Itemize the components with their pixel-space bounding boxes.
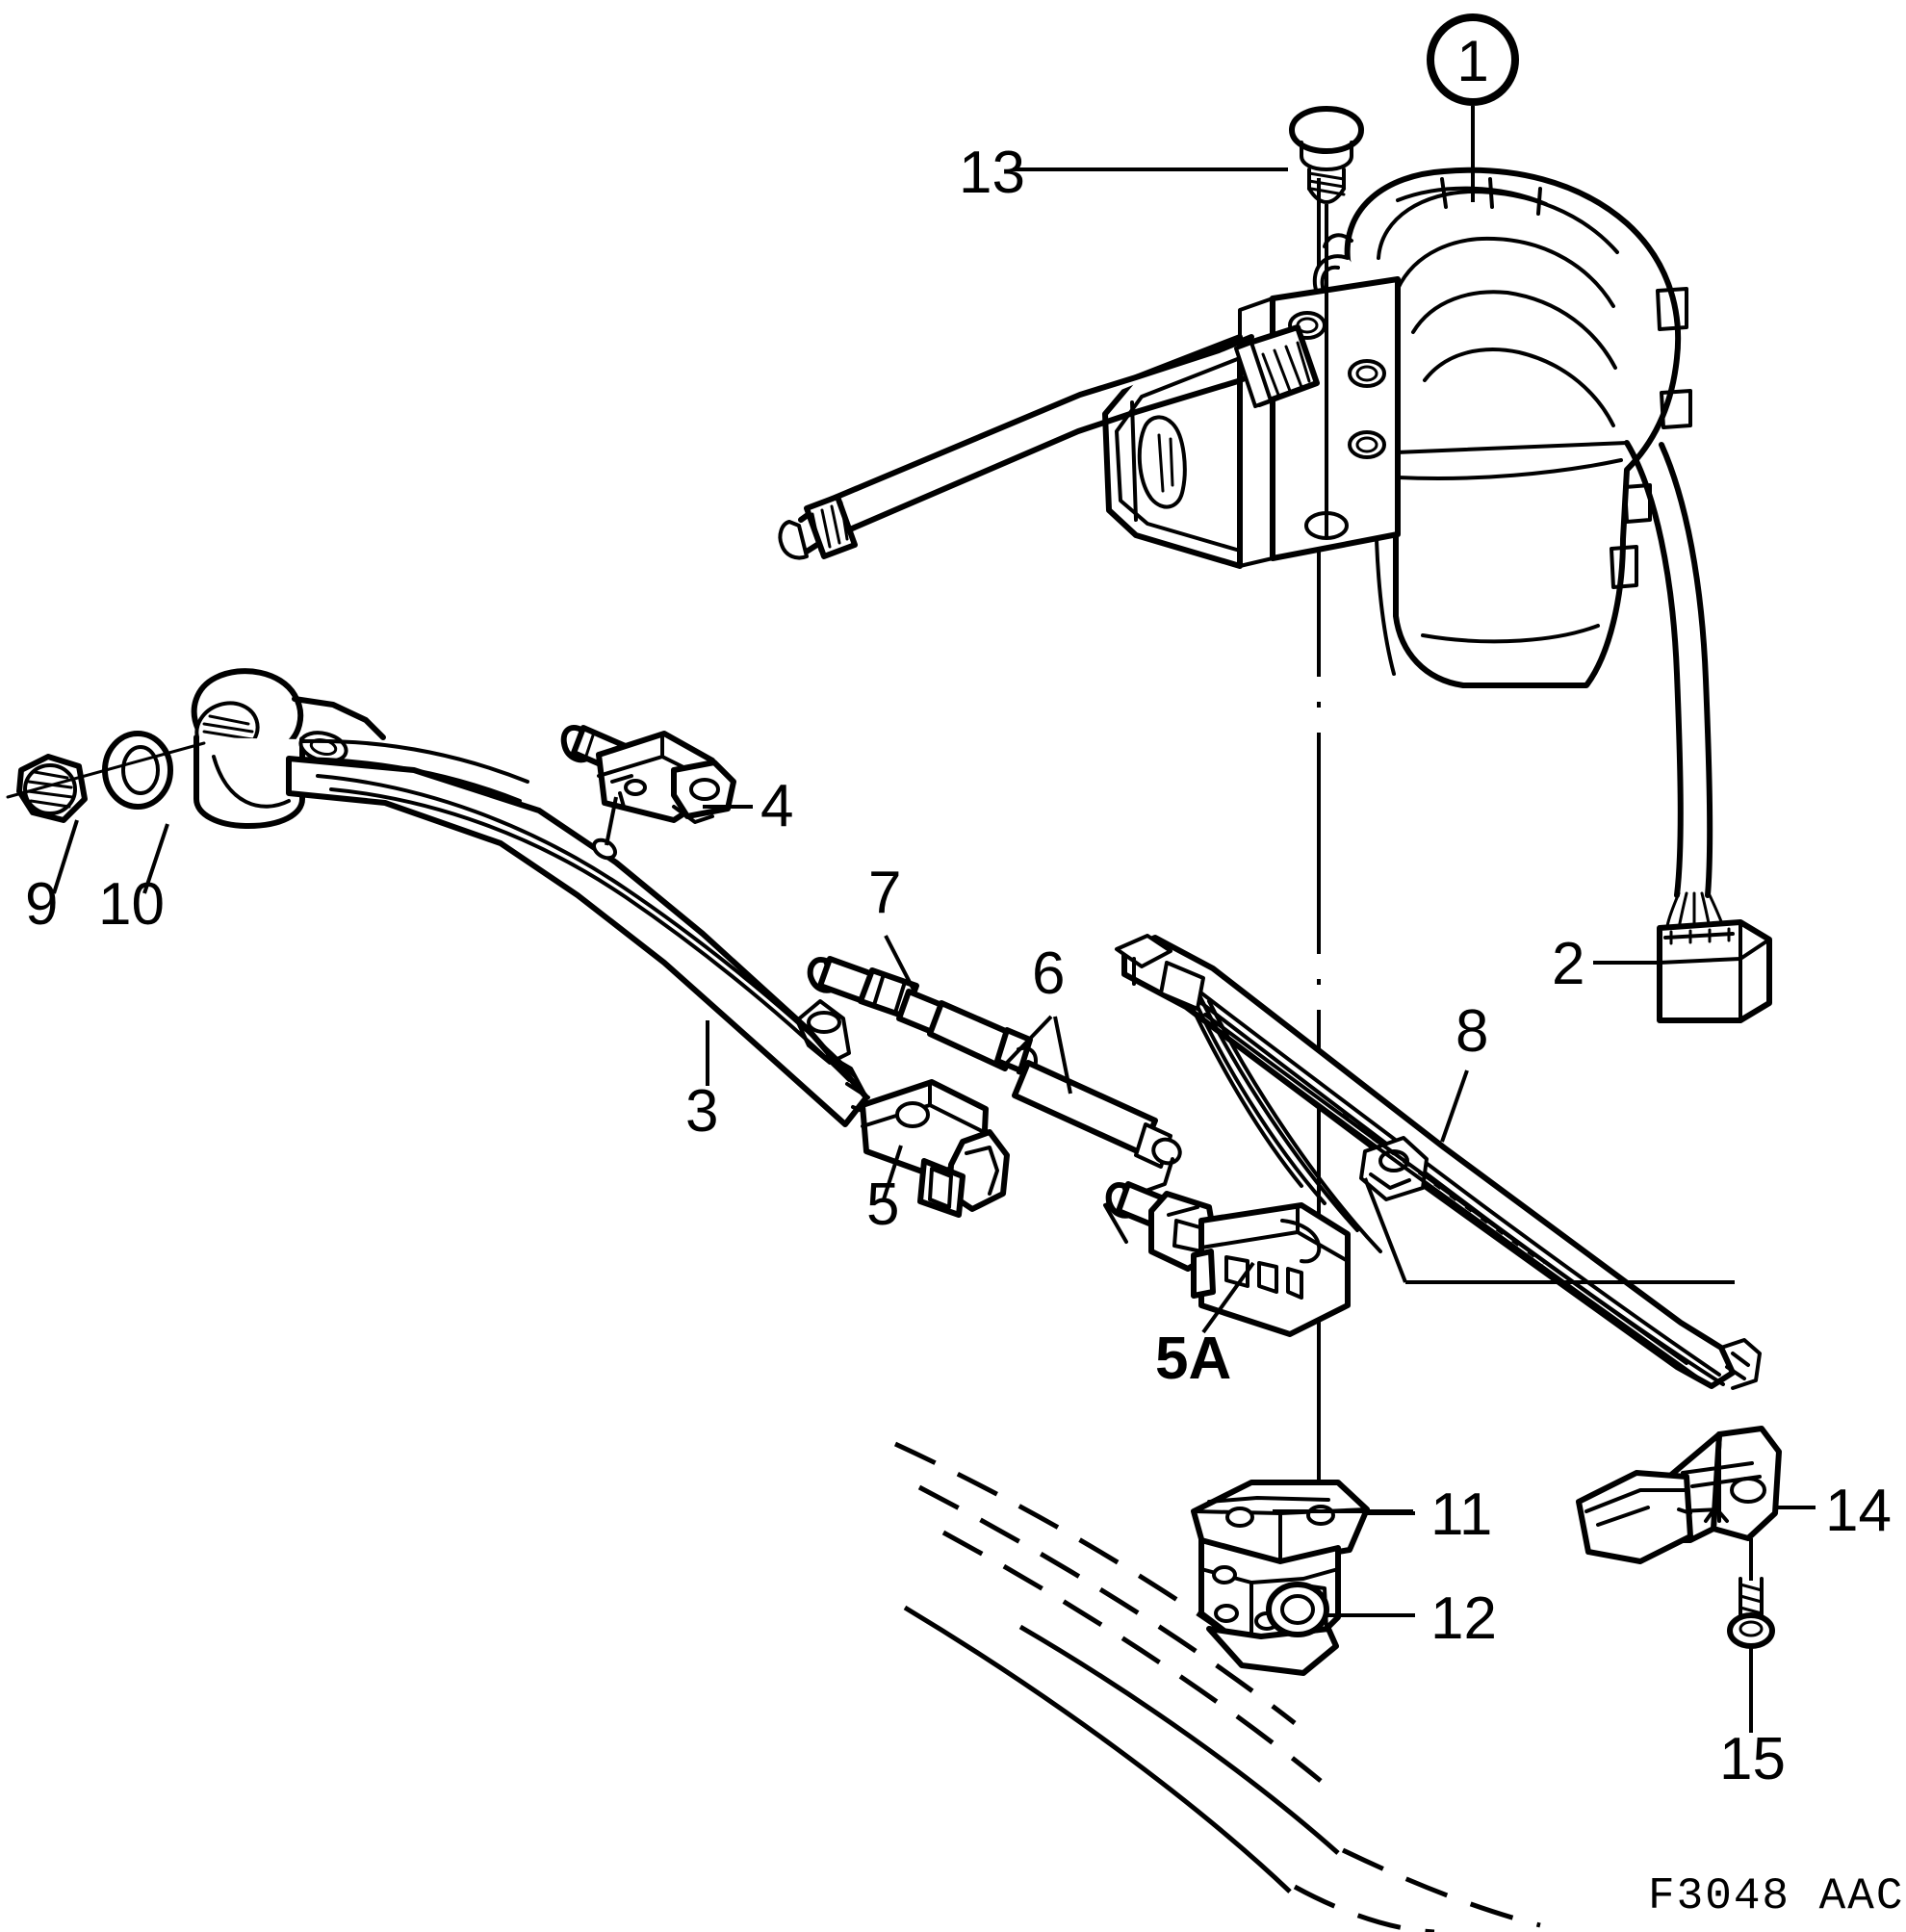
callout-label-3: 3 (685, 1078, 718, 1145)
part-connecting-rod-upper (927, 1000, 1038, 1076)
part-arm-clip-upper (560, 724, 736, 846)
callout-label-9: 9 (25, 871, 58, 938)
callout-label-6: 6 (1032, 940, 1065, 1007)
callout-label-13: 13 (959, 140, 1025, 206)
part-linkage-clip (860, 1079, 1010, 1218)
drawing-code: F3048 AAC90 (1648, 1871, 1906, 1921)
part-wiper-arm (191, 668, 878, 1127)
part-linkage-clip-variant (1105, 1181, 1351, 1337)
callout-labels: 2 3 4 5 5A 6 7 8 9 10 11 12 13 14 15 (25, 140, 1892, 1792)
part-motor-mounting-screw (1289, 106, 1364, 204)
part-spindle-nut (16, 754, 88, 823)
part-bracket-bush (1266, 1582, 1329, 1637)
callout-label-5: 5 (866, 1172, 899, 1238)
part-wiper-motor-assembly (778, 167, 1692, 688)
part-wiper-blade (1115, 934, 1762, 1390)
callout-label-5a: 5A (1155, 1326, 1231, 1392)
part-bracket-screw (1727, 1538, 1775, 1733)
callout-label-8: 8 (1455, 998, 1488, 1065)
part-retaining-bracket (1576, 1426, 1782, 1564)
part-connecting-rod-lower (1012, 1060, 1182, 1244)
callout-leader-lines (52, 106, 1816, 1617)
part-washer (102, 731, 173, 810)
callout-1-number: 1 (1456, 29, 1488, 93)
callout-label-7: 7 (868, 860, 901, 926)
callout-label-12: 12 (1430, 1585, 1497, 1652)
callout-label-10: 10 (98, 871, 165, 938)
callout-circle-1: 1 (1427, 13, 1519, 106)
part-wiring-harness-connector (1624, 440, 1772, 1023)
spline-hatch (811, 501, 849, 553)
callout-label-15: 15 (1719, 1726, 1786, 1792)
callout-label-2: 2 (1552, 931, 1584, 997)
callout-label-4: 4 (760, 773, 793, 839)
callout-label-11: 11 (1430, 1481, 1492, 1548)
callout-label-14: 14 (1825, 1478, 1892, 1544)
nut-thread-hatch (26, 770, 74, 809)
